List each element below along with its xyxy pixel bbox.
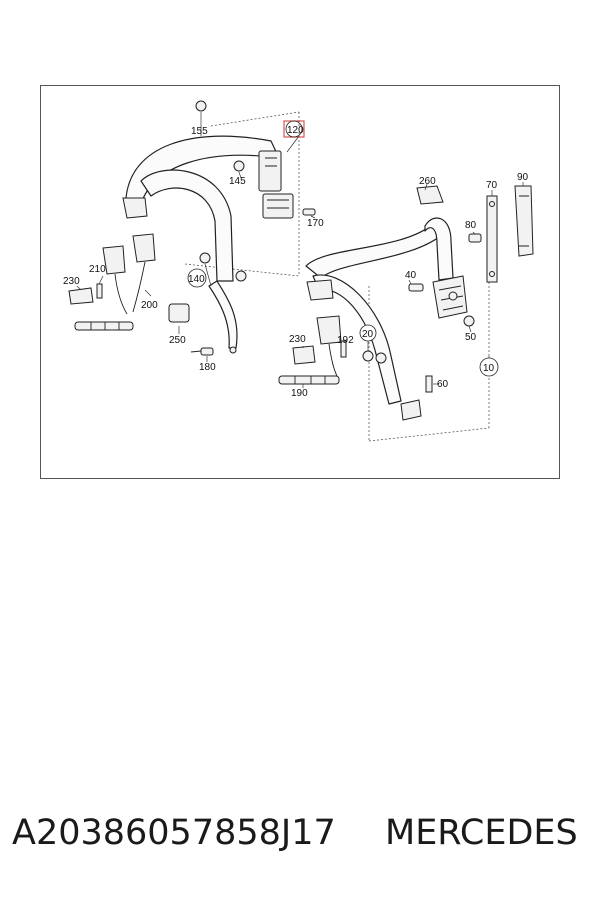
callout-230-right: 230 xyxy=(289,334,306,345)
part-260-bracket xyxy=(416,185,444,205)
part-140-grommet xyxy=(199,252,211,264)
callout-170: 170 xyxy=(307,218,324,229)
left-buckle-a xyxy=(102,245,126,275)
right-anchor-bar xyxy=(278,375,340,385)
callout-70: 70 xyxy=(486,180,498,191)
callout-190: 190 xyxy=(291,388,308,399)
part-230-left xyxy=(68,287,94,305)
right-belt-strap-top xyxy=(424,217,454,281)
part-155-nut xyxy=(195,100,207,112)
callout-20: 20 xyxy=(362,329,374,340)
left-retractor-base xyxy=(262,193,294,219)
part-170-bolt xyxy=(302,208,316,216)
part-60-bolt xyxy=(425,375,433,393)
callout-180: 180 xyxy=(199,362,216,373)
part-50-washer xyxy=(463,315,475,327)
part-192-bolt xyxy=(340,340,347,358)
diagram-frame: 155 120 145 170 210 230 200 140 250 180 … xyxy=(40,85,560,479)
parts-diagram: 155 120 145 170 210 230 200 140 250 180 … xyxy=(63,100,534,442)
left-belt-guide xyxy=(122,197,148,219)
callout-90: 90 xyxy=(517,172,529,183)
part-145-cap xyxy=(233,160,245,172)
callout-10: 10 xyxy=(483,363,495,374)
part-40-bolt xyxy=(408,283,424,292)
callout-80: 80 xyxy=(465,220,477,231)
part-180-bolt xyxy=(200,347,214,356)
callout-60: 60 xyxy=(437,379,449,390)
callout-40: 40 xyxy=(405,270,417,281)
right-belt-strap-upper xyxy=(305,223,444,279)
callout-230-left: 230 xyxy=(63,276,80,287)
left-belt-assembly xyxy=(68,100,316,356)
part-80-bolt xyxy=(468,233,482,243)
callout-210: 210 xyxy=(89,264,106,275)
callout-192: 192 xyxy=(337,335,354,346)
caption-bar: A20386057858J17 MERCEDES xyxy=(0,808,600,858)
callout-140: 140 xyxy=(188,274,205,285)
part-210-bolt xyxy=(96,283,103,299)
part-90-height-adjuster xyxy=(514,185,534,257)
left-retractor xyxy=(258,150,282,192)
left-belt-anchor-eye xyxy=(229,346,237,354)
left-belt-strap-lower xyxy=(140,169,234,282)
part-250-clip xyxy=(168,303,190,323)
right-belt-guide xyxy=(306,279,334,301)
right-cap xyxy=(375,352,387,364)
left-lower-anchor-cap xyxy=(235,270,247,282)
right-belt-assembly xyxy=(278,185,534,421)
callout-50: 50 xyxy=(465,332,477,343)
left-buckle-b xyxy=(132,233,156,263)
callout-145: 145 xyxy=(229,176,246,187)
left-belt-strap-hanging xyxy=(208,280,238,349)
callout-250: 250 xyxy=(169,335,186,346)
left-anchor-bar xyxy=(74,321,134,331)
callout-120: 120 xyxy=(287,125,304,136)
part-number-text: A20386057858J17 xyxy=(12,813,336,853)
callout-200: 200 xyxy=(141,300,158,311)
brand-text: MERCEDES xyxy=(385,813,578,853)
callout-260: 260 xyxy=(419,176,436,187)
part-230-right xyxy=(292,345,316,365)
part-20-nut xyxy=(362,350,374,362)
callout-155: 155 xyxy=(191,126,208,137)
part-70-rail xyxy=(486,195,498,283)
right-anchor-plate xyxy=(400,399,422,421)
